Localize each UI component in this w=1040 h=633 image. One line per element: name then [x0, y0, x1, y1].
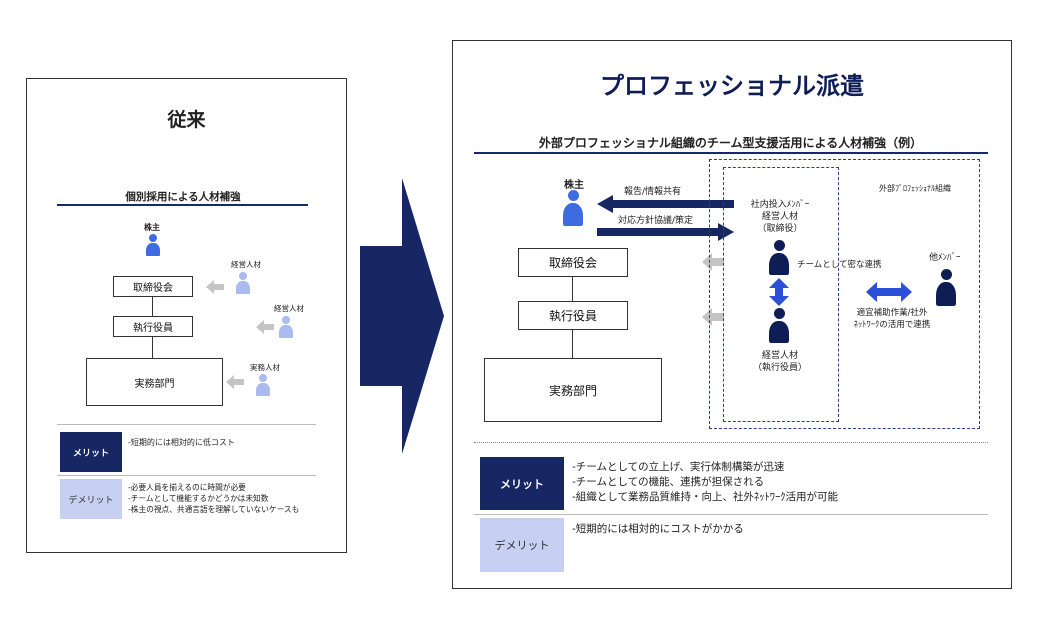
arrow-left-icon [226, 375, 244, 389]
arrow-left-icon [702, 253, 724, 271]
left-subtitle-rule [57, 204, 308, 206]
right-connector [572, 277, 573, 301]
left-connector [152, 297, 153, 316]
person-icon [769, 240, 789, 275]
arrow-left-icon [597, 195, 734, 213]
right-report-label: 報告/情報共有 [624, 187, 682, 197]
support-label: 適宜補助作業/社外 ﾈｯﾄﾜｰｸの活用で連携 [842, 307, 942, 331]
right-demerit-label: デメリット [480, 518, 564, 572]
left-title: 従来 [167, 109, 206, 131]
right-divider [474, 514, 988, 515]
left-ops-box: 実務部門 [86, 358, 223, 406]
right-subtitle: 外部プロフェッショナル組織のチーム型支援活用による人材補強（例） [538, 136, 923, 150]
person-icon [563, 190, 583, 226]
person-icon [936, 269, 956, 306]
right-board-box: 取締役会 [518, 248, 628, 277]
left-divider [57, 475, 316, 476]
right-demerit-text: -短期的には相対的にコストがかかる [572, 523, 744, 535]
other-member-label: 他ﾒﾝﾊﾞｰ [929, 253, 961, 263]
right-merit-line: -組織として業務品質維持・向上、社外ﾈｯﾄﾜｰｸ活用が可能 [572, 491, 838, 503]
right-connector [572, 330, 573, 358]
left-connector [152, 337, 153, 358]
left-shareholder-label: 株主 [144, 223, 160, 232]
right-policy-label: 対応方針協議/策定 [618, 216, 694, 226]
left-talent2-label: 経営人材 [274, 304, 304, 313]
insourced-member-label: 社内投入ﾒﾝﾊﾞｰ 経営人材 （取締役） [735, 199, 825, 235]
support-line: 適宜補助作業/社外 [856, 308, 928, 318]
arrow-left-icon [702, 308, 724, 326]
right-divider-dotted [474, 442, 988, 443]
person-icon [236, 272, 250, 294]
double-arrow-icon [769, 278, 789, 306]
person-icon [256, 374, 270, 396]
person-icon [279, 316, 293, 338]
external-org-label: 外部ﾌﾟﾛﾌｪｯｼｮﾅﾙ組織 [879, 184, 951, 193]
left-demerit-line: -必要人員を揃えるのに時間が必要 [128, 483, 246, 492]
right-ops-box: 実務部門 [484, 358, 662, 422]
team-link-label: チームとして密な連携 [797, 260, 882, 270]
left-board-box: 取締役会 [113, 276, 193, 297]
exec-talent-line: 経営人材 [761, 351, 798, 361]
person-icon [146, 234, 160, 256]
double-arrow-icon [866, 282, 912, 302]
right-subtitle-rule [474, 152, 988, 154]
insourced-line: 経営人材 [761, 212, 798, 222]
arrow-left-icon [206, 280, 224, 294]
right-merit-line: -チームとしての機能、連携が担保される [572, 476, 765, 488]
right-merit-line: -チームとしての立上げ、実行体制構築が迅速 [572, 461, 785, 473]
big-right-arrow-icon [360, 178, 444, 454]
left-talent1-label: 経営人材 [231, 260, 261, 269]
arrow-left-icon [256, 320, 274, 334]
left-panel [26, 78, 347, 553]
left-subtitle: 個別採用による人材補強 [125, 191, 241, 203]
right-title: プロフェッショナル派遣 [600, 72, 864, 100]
right-shareholder-label: 株主 [564, 180, 584, 191]
external-org-box [709, 159, 980, 429]
right-merit-text: -チームとしての立上げ、実行体制構築が迅速 -チームとしての機能、連携が担保され… [572, 460, 838, 505]
left-merit-label: メリット [60, 432, 122, 472]
left-demerit-line: -株主の視点、共通言語を理解していないケースも [128, 505, 300, 514]
insourced-line: （取締役） [757, 224, 803, 234]
left-demerit-label: デメリット [60, 479, 122, 519]
left-divider [57, 424, 316, 425]
left-demerit-line: -チームとして機能するかどうかは未知数 [128, 494, 269, 503]
left-exec-box: 執行役員 [113, 316, 193, 337]
insourced-line: 社内投入ﾒﾝﾊﾞｰ [750, 200, 810, 210]
left-merit-text: -短期的には相対的に低コスト [128, 438, 235, 447]
exec-talent-label: 経営人材 （執行役員） [735, 350, 825, 374]
support-line: ﾈｯﾄﾜｰｸの活用で連携 [853, 320, 931, 330]
person-icon [769, 308, 789, 343]
left-talent3-label: 実務人材 [250, 363, 280, 372]
insourced-member-box [723, 167, 839, 422]
left-demerit-text: -必要人員を揃えるのに時間が必要 -チームとして機能するかどうかは未知数 -株主… [128, 482, 299, 515]
right-exec-box: 執行役員 [518, 301, 628, 330]
arrow-right-icon [597, 223, 734, 241]
exec-talent-line: （執行役員） [752, 363, 807, 373]
right-merit-label: メリット [480, 457, 564, 510]
